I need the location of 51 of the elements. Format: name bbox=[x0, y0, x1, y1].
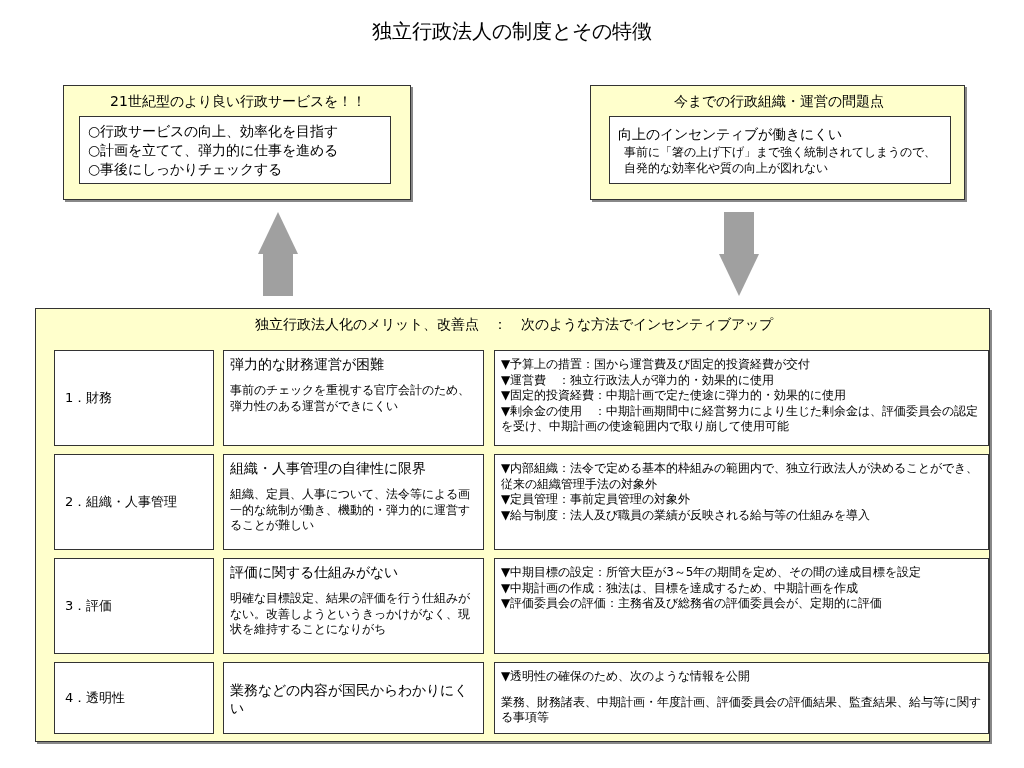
block-arrow bbox=[258, 212, 298, 296]
measure-item: ▼透明性の確保のため、次のような情報を公開 bbox=[501, 669, 752, 685]
issue-heading: 評価に関する仕組みがない bbox=[230, 563, 399, 582]
block-arrow bbox=[719, 212, 759, 296]
issue-heading: 組織・人事管理の自律性に限界 bbox=[230, 459, 427, 478]
diagram-title: 独立行政法人の制度とその特徴 bbox=[371, 18, 653, 45]
issue-cell bbox=[223, 662, 484, 734]
category-cell bbox=[54, 350, 214, 446]
measure-item: 業務、財務諸表、中期計画・年度計画、評価委員会の評価結果、監査結果、給与等に関する事項等 bbox=[501, 694, 982, 726]
problem-heading: 向上のインセンティブが働きにくい bbox=[618, 125, 843, 144]
banner-panel bbox=[590, 85, 965, 200]
category-label: 4．透明性 bbox=[65, 690, 127, 707]
issue-cell bbox=[223, 350, 484, 446]
issue-heading: 弾力的な財務運営が困難 bbox=[230, 355, 385, 374]
measure-cell bbox=[494, 454, 989, 550]
panel-heading: 独立行政法人化のメリット、改善点 ： 次のような方法でインセンティブアップ bbox=[253, 315, 774, 334]
category-cell bbox=[54, 558, 214, 654]
measure-item: ▼予算上の措置：国から運営費及び固定的投資経費が交付 bbox=[501, 357, 812, 373]
goal-item: ○計画を立てて、弾力的に仕事を進める bbox=[88, 141, 340, 160]
problem-detail: 事前に「箸の上げ下げ」まで強く統制されてしまうので、自発的な効率化や質の向上が図れない bbox=[624, 145, 937, 177]
panel-heading: 今までの行政組織・運営の問題点 bbox=[672, 92, 885, 111]
measure-cell bbox=[494, 350, 989, 446]
banner-panel bbox=[63, 85, 411, 200]
category-cell bbox=[54, 662, 214, 734]
issue-cell bbox=[223, 558, 484, 654]
issue-detail: 組織、定員、人事について、法令等による画一的な統制が働き、機動的・弾力的に運営することが難しい bbox=[230, 487, 471, 534]
category-label: 1．財務 bbox=[65, 390, 114, 407]
measure-item: ▼中期計画の作成：独法は、目標を達成するため、中期計画を作成 bbox=[501, 580, 860, 597]
measure-item: ▼定員管理：事前定員管理の対象外 bbox=[501, 492, 692, 508]
category-label: 2．組織・人事管理 bbox=[65, 494, 179, 511]
measure-item: ▼固定的投資経費：中期計画で定た使途に弾力的・効果的に使用 bbox=[501, 388, 848, 404]
panel-heading: 21世紀型のより良い行政サービスを！！ bbox=[109, 92, 367, 111]
measure-item: ▼給与制度：法人及び職員の業績が反映される給与等の仕組みを導入 bbox=[501, 507, 872, 524]
goal-box bbox=[79, 116, 391, 184]
problem-box bbox=[609, 116, 951, 184]
measure-cell bbox=[494, 558, 989, 654]
issue-heading: 業務などの内容が国民からわかりにくい bbox=[230, 681, 469, 718]
issue-detail: 事前のチェックを重視する官庁会計のため、弾力性のある運営ができにくい bbox=[230, 383, 471, 415]
issue-cell bbox=[223, 454, 484, 550]
measure-item: ▼運営費 ：独立行政法人が弾力的・効果的に使用 bbox=[501, 372, 776, 389]
goal-item: ○行政サービスの向上、効率化を目指す bbox=[88, 122, 340, 141]
merits-panel bbox=[35, 308, 990, 742]
issue-detail: 明確な目標設定、結果の評価を行う仕組みがない。改善しようというきっかけがなく、現状を維持することになりがち bbox=[230, 591, 471, 638]
measure-cell bbox=[494, 662, 989, 734]
measure-item: ▼剰余金の使用 ：中期計画期間中に経営努力により生じた剰余金は、評価委員会の認定を受け、中期計画の使途範囲内で取り崩して使用可能 bbox=[501, 403, 980, 435]
measure-item: ▼評価委員会の評価：主務省及び総務省の評価委員会が、定期的に評価 bbox=[501, 596, 884, 612]
measure-item: ▼中期目標の設定：所管大臣が3～5年の期間を定め、その間の達成目標を設定 bbox=[501, 565, 923, 581]
measure-item: ▼内部組織：法令で定める基本的枠組みの範囲内で、独立行政法人が決めることができ、従来の組織管理手法の対象外 bbox=[501, 461, 980, 493]
category-label: 3．評価 bbox=[65, 598, 114, 615]
category-cell bbox=[54, 454, 214, 550]
goal-item: ○事後にしっかりチェックする bbox=[88, 160, 284, 179]
